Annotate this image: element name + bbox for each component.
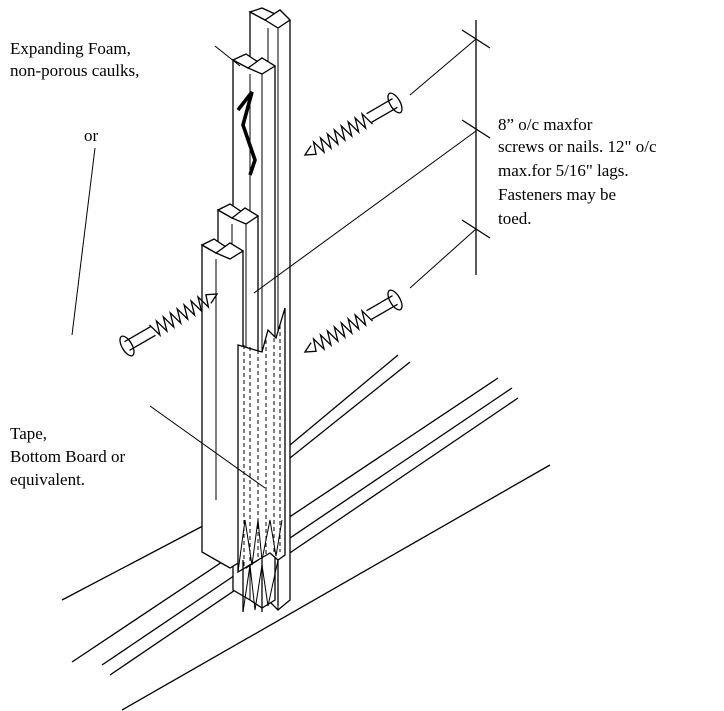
dimension-line	[409, 20, 491, 289]
spacing-label-line3: max.for 5/16" lags.	[498, 161, 629, 180]
screw-icon	[119, 293, 219, 357]
sealant-bead-icon	[236, 90, 257, 176]
rail-line	[121, 464, 551, 711]
spacing-label-line1: 8” o/c maxfor	[498, 115, 593, 134]
rail-line	[101, 387, 513, 666]
rail-line	[289, 361, 411, 459]
rail-line	[289, 354, 399, 446]
spacing-label-line2: screws or nails. 12" o/c	[498, 137, 657, 156]
bottom-board-tape	[237, 307, 286, 613]
tape-label-line2: Bottom Board or	[10, 447, 126, 466]
screw-icon	[303, 92, 403, 156]
tape-label-line1: Tape,	[10, 424, 48, 443]
leader-lines	[71, 45, 477, 489]
foam-label-line1: Expanding Foam,	[10, 39, 131, 58]
screw-icon	[303, 289, 403, 353]
spacing-label-line4: Fasteners may be	[498, 185, 617, 204]
stud-front-lower	[200, 238, 245, 569]
or-label: or	[84, 126, 99, 145]
spacing-label-line5: toed.	[498, 209, 532, 228]
rail-line	[61, 517, 219, 601]
tape-label-line3: equivalent.	[10, 470, 86, 489]
floor-rails	[61, 354, 551, 711]
rail-line	[109, 397, 519, 676]
foam-label-line2: non-porous caulks,	[10, 61, 140, 80]
